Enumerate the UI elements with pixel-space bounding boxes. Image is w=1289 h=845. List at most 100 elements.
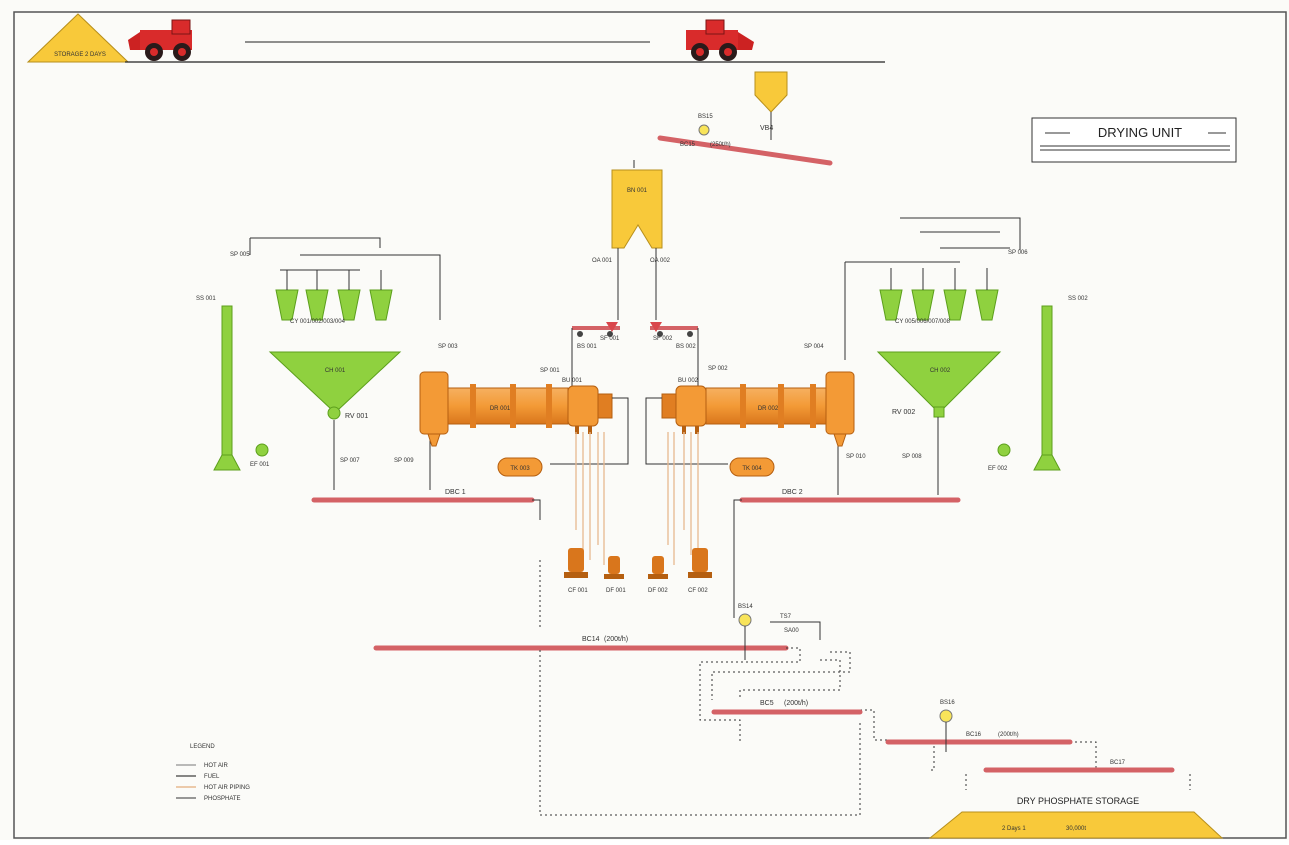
bc14-label: BC14: [582, 636, 600, 643]
cf001-fan-icon: [564, 548, 588, 578]
top-storage-label: STORAGE 2 DAYS: [54, 52, 106, 58]
tk004-tank: [729, 457, 775, 477]
bc16-capacity: (200t/h): [998, 732, 1019, 738]
sf002-label: SF 002: [653, 336, 673, 342]
sp001-label: SP 001: [540, 368, 560, 374]
bc5-capacity: (200t/h): [784, 700, 808, 707]
legend-hot-air: HOT AIR: [204, 763, 229, 769]
right-cyclones: [879, 268, 999, 321]
left-cyclones-label: CY 001/002/003/004: [290, 319, 346, 325]
bs15-scale-icon: [698, 124, 710, 136]
legend: LEGEND HOT AIR FUEL HOT AIR PIPING PHOSP…: [176, 744, 250, 802]
legend-hot-air-piping: HOT AIR PIPING: [204, 785, 250, 791]
ef001-label: EF 001: [250, 462, 270, 468]
hot-air-piping: [575, 432, 699, 565]
bs16-scale-icon: [939, 709, 953, 723]
bc16-label: BC16: [966, 732, 982, 738]
sp007-label: SP 007: [340, 458, 360, 464]
right-cyclones-label: CY 005/006/007/008: [895, 319, 951, 325]
left-cyclone-piping: [249, 237, 441, 320]
rv002-valve-icon: [933, 406, 945, 418]
dbc2-discharge: [733, 499, 742, 618]
vb4-label: VB4: [760, 125, 773, 132]
cf002-fan-icon: [688, 548, 712, 578]
ef002-fan-icon: [997, 443, 1011, 457]
dbc1-discharge: [532, 499, 541, 520]
legend-title: LEGEND: [190, 744, 215, 750]
bs002-label: BS 002: [676, 344, 696, 350]
top-storage-pile: [26, 13, 130, 63]
dr001-dryer: [419, 371, 613, 447]
bn001-silo: [611, 169, 663, 249]
sheet-border: [13, 11, 1287, 839]
truck-right-icon: [686, 19, 754, 61]
left-fuel-line: [550, 397, 629, 465]
ch001-hopper: [268, 351, 402, 411]
legend-fuel: FUEL: [204, 774, 220, 780]
rv001-valve-icon: [327, 406, 341, 420]
ss002-stack: [1041, 305, 1053, 462]
bu002-label: BU 002: [678, 378, 699, 384]
sampler-line: [770, 621, 821, 640]
storage-capacity: 30,000t: [1066, 826, 1086, 832]
dbc1-label: DBC 1: [445, 489, 466, 496]
right-fuel-line: [645, 397, 728, 465]
bs16-label: BS16: [940, 700, 955, 706]
tk003-label: TK 003: [510, 466, 530, 472]
bs002-feeder-icon: [650, 322, 698, 337]
ss002-label: SS 002: [1068, 296, 1088, 302]
dry-phosphate-storage-pile: [928, 811, 1224, 839]
sp004-label: SP 004: [804, 344, 824, 350]
sp010-label: SP 010: [846, 454, 866, 460]
rv001-label: RV 001: [345, 413, 368, 420]
sp002-label: SP 002: [708, 366, 728, 372]
ef001-fan-icon: [255, 443, 269, 457]
ch002-hopper: [876, 351, 1002, 411]
ch002-label: CH 002: [930, 368, 951, 374]
dr002-dryer: [661, 371, 855, 447]
sp009-label: SP 009: [394, 458, 414, 464]
cf002-label: CF 002: [688, 588, 708, 594]
tk004-label: TK 004: [742, 466, 762, 472]
sp003-label: SP 003: [438, 344, 458, 350]
df001-fan-icon: [604, 556, 624, 579]
bs14-scale-icon: [738, 613, 752, 627]
bs15-label: BS15: [698, 114, 713, 120]
tk003-tank: [497, 457, 543, 477]
storage-label: DRY PHOSPHATE STORAGE: [1017, 796, 1139, 806]
ef002-label: EF 002: [988, 466, 1008, 472]
bs001-label: BS 001: [577, 344, 597, 350]
storage-feed-lines: [965, 774, 1191, 790]
bc15-conveyor: [657, 135, 833, 166]
df002-label: DF 002: [648, 588, 668, 594]
ss002-base: [1033, 454, 1061, 471]
storage-days: 2 Days 1: [1002, 826, 1026, 832]
ch001-label: CH 001: [325, 368, 346, 374]
sa00-label: SA00: [784, 628, 799, 634]
left-cyclones: [275, 270, 393, 321]
transfer-routing: [539, 647, 1097, 816]
dbc2-label: DBC 2: [782, 489, 803, 496]
ss001-stack: [221, 305, 233, 462]
oa002-label: OA 002: [650, 258, 671, 264]
df001-label: DF 001: [606, 588, 626, 594]
sp008-label: SP 008: [902, 454, 922, 460]
rv002-label: RV 002: [892, 409, 915, 416]
bs14-label: BS14: [738, 604, 753, 610]
sp006-label: SP 006: [1008, 250, 1028, 256]
df002-fan-icon: [648, 556, 668, 579]
right-cyclone-piping: [844, 217, 1021, 360]
bc14-capacity: (200t/h): [604, 636, 628, 643]
oa001-label: OA 001: [592, 258, 613, 264]
silo-label: BN 001: [627, 188, 648, 194]
sf001-label: SF 001: [600, 336, 620, 342]
bc15-capacity: (250t/h): [710, 142, 731, 148]
vb4-hopper: [754, 71, 788, 113]
bc15-label: BC15: [680, 142, 696, 148]
ts7-label: TS7: [780, 614, 792, 620]
bc5-label: BC5: [760, 700, 774, 707]
bs001-feeder-icon: [572, 322, 620, 337]
bu001-label: BU 001: [562, 378, 583, 384]
